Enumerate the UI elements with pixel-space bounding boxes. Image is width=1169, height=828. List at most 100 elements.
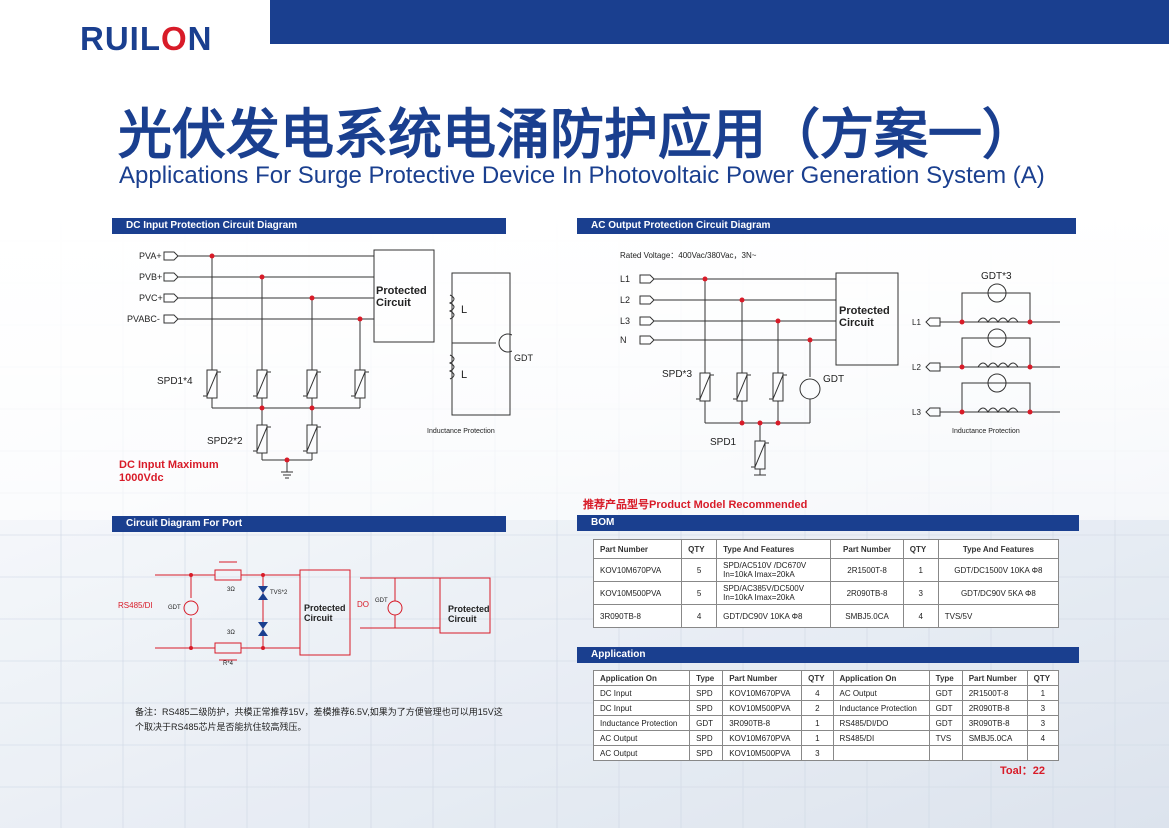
port-protected-box bbox=[299, 569, 351, 656]
port-protected2-line2: Circuit bbox=[448, 614, 477, 624]
dc-label-pvc: PVC+ bbox=[139, 293, 163, 303]
ac-label-l1: L1 bbox=[620, 274, 631, 284]
port-do-label: DO bbox=[357, 600, 369, 609]
port-r-bottom: 3Ω bbox=[227, 630, 235, 636]
app-cell: AC Output bbox=[832, 685, 930, 701]
dc-inductor-2 bbox=[448, 354, 455, 380]
dc-max-note-line2: 1000Vdc bbox=[119, 472, 164, 484]
dc-connector-pvc bbox=[163, 293, 179, 303]
bom-col-part: Part Number bbox=[592, 539, 683, 559]
app-cell: RS485/DI bbox=[832, 730, 930, 746]
ac-circuit-diagram bbox=[639, 272, 1060, 476]
app-cell: 1 bbox=[801, 730, 834, 746]
app-cell: Inductance Protection bbox=[592, 715, 691, 731]
bom-cell: 3 bbox=[902, 581, 939, 605]
app-col-part: Part Number bbox=[722, 670, 803, 686]
ac-spd3-label: SPD*3 bbox=[662, 369, 693, 380]
app-cell: RS485/DI/DO bbox=[832, 715, 930, 731]
spd1-label: SPD1*4 bbox=[157, 376, 193, 387]
app-col-qty-2: QTY bbox=[1026, 670, 1060, 686]
port-circuit-diagram bbox=[155, 561, 491, 661]
application-section-header: Application bbox=[577, 647, 1079, 663]
app-cell: AC Output bbox=[592, 730, 691, 746]
app-cell: 2R1500T-8 bbox=[961, 685, 1028, 701]
app-cell: GDT bbox=[928, 685, 963, 701]
bom-col-type-2: Type And Features bbox=[937, 539, 1060, 559]
app-cell: Inductance Protection bbox=[832, 700, 930, 716]
ac-label-l2: L2 bbox=[620, 295, 631, 305]
port-gdt-label: GDT bbox=[168, 605, 181, 611]
ac-label-n: N bbox=[620, 335, 627, 345]
dc-label-pva: PVA+ bbox=[139, 251, 162, 261]
dc-protected-line2: Circuit bbox=[376, 297, 411, 309]
bom-col-qty-2: QTY bbox=[902, 539, 939, 559]
app-cell: 1 bbox=[1026, 685, 1060, 701]
bom-cell: 2R090TB-8 bbox=[830, 581, 904, 605]
ac-out-l3: L3 bbox=[912, 408, 921, 417]
port-rx4-label: R*4 bbox=[223, 661, 234, 667]
dc-connector-pvabc bbox=[163, 314, 179, 324]
app-header-row: Application On Type Part Number QTY Appl… bbox=[592, 670, 1060, 686]
port-section-header: Circuit Diagram For Port bbox=[112, 516, 506, 532]
port-tvs-label: TVS*2 bbox=[270, 590, 288, 596]
app-col-type-2: Type bbox=[928, 670, 963, 686]
bom-cell: GDT/DC90V 5KA Φ8 bbox=[937, 581, 1060, 605]
app-cell: GDT bbox=[928, 715, 963, 731]
dc-inductor-1 bbox=[448, 294, 455, 320]
bom-cell-line: In=10kA Imax=20kA bbox=[723, 570, 795, 579]
app-cell: 2R090TB-8 bbox=[961, 700, 1028, 716]
ac-label-l3: L3 bbox=[620, 316, 631, 326]
app-col-app-2: Application On bbox=[832, 670, 930, 686]
bom-cell: KOV10M500PVA bbox=[592, 581, 683, 605]
dc-protected-line1: Protected bbox=[376, 285, 427, 297]
port-r-top: 3Ω bbox=[227, 587, 235, 593]
app-cell: KOV10M500PVA bbox=[722, 700, 803, 716]
ruilon-logo: RUILON bbox=[80, 20, 213, 58]
bom-cell: GDT/DC1500V 10KA Φ8 bbox=[937, 558, 1060, 582]
app-cell: 3 bbox=[1026, 700, 1060, 716]
app-col-app: Application On bbox=[592, 670, 691, 686]
application-table: Application On Type Part Number QTY Appl… bbox=[592, 670, 1060, 761]
remark-note: 备注：RS485二级防护，共模正常推荐15V，差模推荐6.5V,如果为了方便管理… bbox=[135, 707, 503, 732]
bom-cell: GDT/DC90V 10KA Φ8 bbox=[716, 604, 832, 628]
dc-protected-circuit-box bbox=[373, 249, 435, 343]
table-row: 3R090TB-8 4 GDT/DC90V 10KA Φ8 SMBJ5.0CA … bbox=[592, 604, 1060, 628]
dc-label-pvabc: PVABC- bbox=[127, 314, 160, 324]
dc-label-pvb: PVB+ bbox=[139, 272, 163, 282]
app-cell: GDT bbox=[928, 700, 963, 716]
ac-spd1-label: SPD1 bbox=[710, 437, 737, 448]
bom-cell: 5 bbox=[681, 581, 718, 605]
logo-pulse-o: O bbox=[161, 20, 188, 57]
app-cell: SMBJ5.0CA bbox=[961, 730, 1028, 746]
spd2-label: SPD2*2 bbox=[207, 436, 243, 447]
ac-rated-voltage: Rated Voltage：400Vac/380Vac，3N~ bbox=[620, 251, 757, 260]
bom-cell-line: In=10kA Imax=20kA bbox=[723, 593, 795, 602]
app-cell: 3R090TB-8 bbox=[961, 715, 1028, 731]
app-cell: KOV10M670PVA bbox=[722, 730, 803, 746]
bom-header-row: Part Number QTY Type And Features Part N… bbox=[592, 539, 1060, 559]
app-cell: SPD bbox=[689, 730, 724, 746]
app-cell bbox=[961, 745, 1028, 761]
app-cell: GDT bbox=[689, 715, 724, 731]
dc-inductance-label: Inductance Protection bbox=[427, 428, 495, 435]
bom-cell-line: SPD/AC385V/DC500V bbox=[723, 584, 805, 593]
app-cell: SPD bbox=[689, 745, 724, 761]
app-cell: 4 bbox=[801, 685, 834, 701]
dc-circuit-diagram bbox=[163, 249, 512, 479]
bom-section-header: BOM bbox=[577, 515, 1079, 531]
port-protected-box-2 bbox=[439, 577, 491, 634]
dc-inductor-label-1: L bbox=[461, 304, 468, 316]
port-rs485-label: RS485/DI bbox=[118, 601, 153, 610]
dc-inductor-label-2: L bbox=[461, 369, 468, 381]
ac-section-header: AC Output Protection Circuit Diagram bbox=[577, 218, 1076, 234]
bom-col-qty: QTY bbox=[681, 539, 718, 559]
ac-gdt3-label: GDT*3 bbox=[981, 271, 1012, 282]
